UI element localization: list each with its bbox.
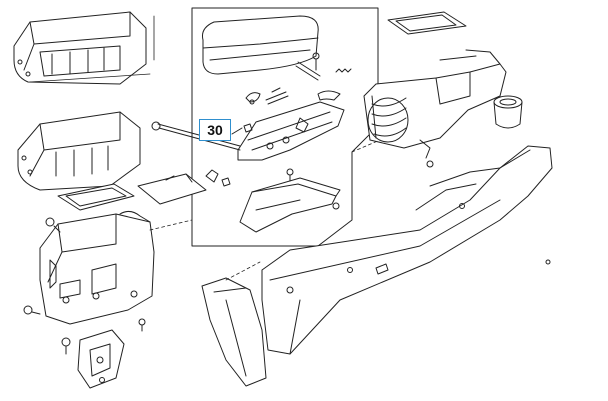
side-garnish: [201, 277, 267, 387]
part-callout-30[interactable]: 30: [199, 119, 231, 141]
lower-lid-cover: [239, 177, 341, 233]
lid-fasteners: [245, 52, 352, 105]
middle-console-bracket: [17, 111, 141, 191]
armrest-lid: [202, 15, 319, 75]
mounting-bracket: [77, 329, 125, 389]
upper-console-tray: [13, 11, 151, 85]
leader-lines: [149, 139, 381, 281]
storage-mat: [137, 173, 207, 205]
small-clips: [205, 168, 340, 210]
non-slip-mat: [57, 183, 135, 211]
console-box-frame: [39, 210, 155, 325]
part-number-label: 30: [207, 122, 223, 138]
rear-console-panel: [255, 145, 553, 355]
cup-holder-insert: [493, 95, 523, 129]
mounting-bolts: [23, 217, 146, 355]
cup-holder-assembly: [363, 49, 507, 168]
armrest-assembly-frame: [191, 7, 379, 247]
tray-seal: [387, 11, 467, 35]
lid-hinge-assembly: [231, 90, 345, 161]
